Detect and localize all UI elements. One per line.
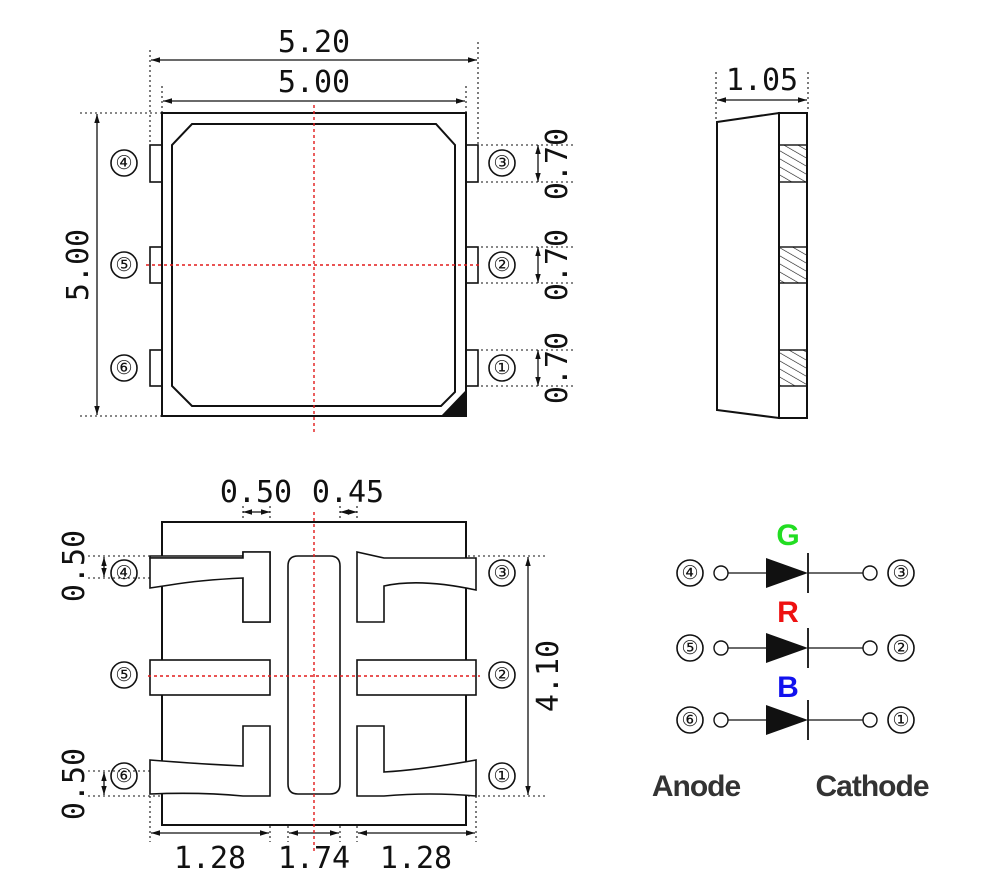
pin-circle xyxy=(488,559,516,587)
pin-circle xyxy=(110,149,138,177)
svg-text:③: ③ xyxy=(493,562,510,584)
anode-label: Anode xyxy=(652,770,741,803)
pin-label-top-2: ② xyxy=(488,251,516,279)
diode-blue: B ⑥ ① xyxy=(676,671,915,740)
pin-label-top-5: ⑤ xyxy=(110,251,138,279)
anode-pin-5: ⑤ xyxy=(681,637,698,659)
pin-label-bottom-3: ③ xyxy=(488,559,516,587)
pin-circle xyxy=(887,559,915,587)
svg-text:④: ④ xyxy=(115,562,132,584)
pin-circle xyxy=(110,251,138,279)
svg-text:③: ③ xyxy=(493,152,510,174)
svg-text:④: ④ xyxy=(115,152,132,174)
pin-circle xyxy=(488,251,516,279)
pin-circle xyxy=(488,661,516,689)
pin-circle xyxy=(110,559,138,587)
svg-text:②: ② xyxy=(493,664,510,686)
dim-width-outer: 5.20 xyxy=(278,25,350,60)
dim-pitch-2: 0.70 xyxy=(540,229,575,301)
pin-circle xyxy=(488,149,516,177)
top-view: 5.20 5.00 5.00 0.70 0.70 0.70 ④ ⑤ ⑥ ③ xyxy=(61,25,576,432)
dim-pitch-3: 0.70 xyxy=(540,332,575,404)
pin-circle xyxy=(676,706,704,734)
dim-pad-h-bottom: 0.50 xyxy=(57,748,92,820)
pin-label-top-3: ③ xyxy=(488,149,516,177)
dim-width-body: 5.00 xyxy=(278,65,350,100)
dim-gap-left: 0.50 xyxy=(220,475,292,510)
svg-text:⑥: ⑥ xyxy=(115,357,132,379)
dim-pitch-1: 0.70 xyxy=(540,128,575,200)
anode-pin-6: ⑥ xyxy=(681,709,698,731)
pin-circle xyxy=(110,661,138,689)
svg-text:⑤: ⑤ xyxy=(115,664,132,686)
color-label-g: G xyxy=(776,519,799,552)
dim-center: 1.74 xyxy=(278,841,350,876)
pin-circle xyxy=(110,354,138,382)
pin-label-top-1: ① xyxy=(488,354,516,382)
dim-thickness: 1.05 xyxy=(726,63,798,98)
pin-circle xyxy=(488,762,516,790)
diode-green: G ④ ③ xyxy=(676,519,915,593)
cathode-pin-3: ③ xyxy=(892,562,909,584)
circuit-schematic: G ④ ③ R ⑤ ② B ⑥ xyxy=(652,519,930,803)
dim-gap-center: 0.45 xyxy=(312,475,384,510)
pin-label-bottom-1: ① xyxy=(488,762,516,790)
svg-text:⑤: ⑤ xyxy=(115,254,132,276)
svg-text:⑥: ⑥ xyxy=(115,765,132,787)
cathode-label: Cathode xyxy=(816,770,929,803)
dim-pad-h-top: 0.50 xyxy=(57,530,92,602)
pin-label-bottom-2: ② xyxy=(488,661,516,689)
pin-circle xyxy=(676,559,704,587)
diode-red: R ⑤ ② xyxy=(676,596,915,668)
pin-circle xyxy=(110,762,138,790)
cathode-pin-1: ① xyxy=(892,709,909,731)
svg-text:①: ① xyxy=(493,357,510,379)
pin-circle xyxy=(887,634,915,662)
pin-label-bottom-6: ⑥ xyxy=(110,762,138,790)
color-label-r: R xyxy=(777,596,799,629)
pin-label-bottom-5: ⑤ xyxy=(110,661,138,689)
svg-text:②: ② xyxy=(493,254,510,276)
side-view: 1.05 xyxy=(715,63,809,420)
svg-text:①: ① xyxy=(493,765,510,787)
pin-circle xyxy=(488,354,516,382)
color-label-b: B xyxy=(777,671,799,704)
anode-pin-4: ④ xyxy=(681,562,698,584)
pin-label-bottom-4: ④ xyxy=(110,559,138,587)
dim-right: 1.28 xyxy=(380,841,452,876)
bottom-view: 0.50 0.45 0.50 0.50 4.10 1.28 1.74 1.28 … xyxy=(57,475,566,876)
pin-label-top-4: ④ xyxy=(110,149,138,177)
dim-span: 4.10 xyxy=(531,640,566,712)
dim-height: 5.00 xyxy=(61,229,96,301)
pin-circle xyxy=(676,634,704,662)
pin-circle xyxy=(887,706,915,734)
pin-label-top-6: ⑥ xyxy=(110,354,138,382)
cathode-pin-2: ② xyxy=(892,637,909,659)
dim-left: 1.28 xyxy=(174,841,246,876)
side-lens xyxy=(716,111,780,420)
